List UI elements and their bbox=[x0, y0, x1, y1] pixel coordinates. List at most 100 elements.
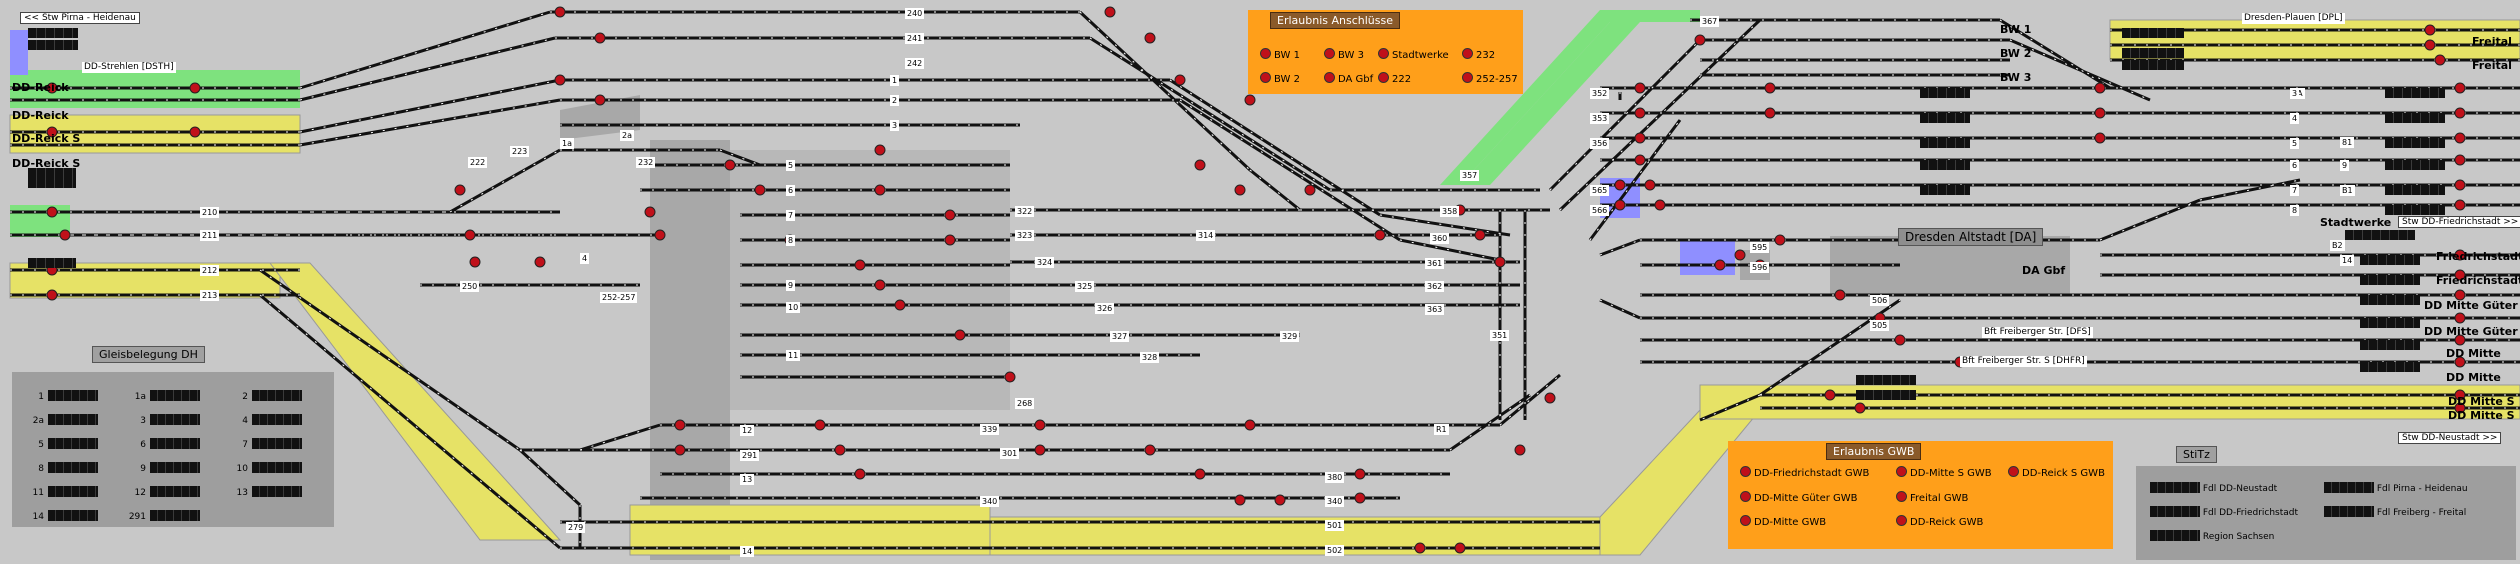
signal-29[interactable] bbox=[1004, 371, 1016, 383]
gleis-occupancy-3[interactable]: 3 bbox=[124, 414, 200, 426]
gleis-occupancy-291[interactable]: 291 bbox=[124, 510, 200, 522]
gleis-occupancy-6[interactable]: 6 bbox=[124, 438, 200, 450]
signal-33[interactable] bbox=[834, 444, 846, 456]
signal-43[interactable] bbox=[1354, 492, 1366, 504]
signal-79[interactable] bbox=[2454, 269, 2466, 281]
signal-93[interactable] bbox=[1854, 402, 1866, 414]
signal-62[interactable] bbox=[1614, 199, 1626, 211]
nav-pirna-heidenau[interactable]: << Stw Pirna - Heidenau bbox=[20, 12, 140, 24]
stitz-fdl-pirna[interactable]: Fdl Pirna - Heidenau bbox=[2320, 482, 2468, 494]
signal-61[interactable] bbox=[1614, 179, 1626, 191]
gleis-occupancy-2a[interactable]: 2a bbox=[22, 414, 98, 426]
gleis-occupancy-1a[interactable]: 1a bbox=[124, 390, 200, 402]
signal-21[interactable] bbox=[944, 234, 956, 246]
signal-52[interactable] bbox=[1304, 184, 1316, 196]
gleis-occupancy-8[interactable]: 8 bbox=[22, 462, 98, 474]
signal-7[interactable] bbox=[46, 289, 58, 301]
signal-99[interactable] bbox=[1234, 184, 1246, 196]
stitz-fdl-neustadt[interactable]: Fdl DD-Neustadt bbox=[2146, 482, 2277, 494]
gleis-occupancy-9[interactable]: 9 bbox=[124, 462, 200, 474]
perm-252-257[interactable]: 252-257 bbox=[1462, 72, 1518, 85]
signal-37[interactable] bbox=[1144, 444, 1156, 456]
signal-26[interactable] bbox=[874, 279, 886, 291]
signal-46[interactable] bbox=[1514, 444, 1526, 456]
signal-16[interactable] bbox=[644, 206, 656, 218]
signal-53[interactable] bbox=[1374, 229, 1386, 241]
signal-77[interactable] bbox=[2434, 54, 2446, 66]
signal-31[interactable] bbox=[674, 444, 686, 456]
perm-da-gbf[interactable]: DA Gbf bbox=[1324, 72, 1373, 85]
gleis-occupancy-11[interactable]: 11 bbox=[22, 486, 98, 498]
signal-88[interactable] bbox=[1834, 289, 1846, 301]
signal-41[interactable] bbox=[1274, 494, 1286, 506]
signal-32[interactable] bbox=[814, 419, 826, 431]
signal-85[interactable] bbox=[2454, 402, 2466, 414]
signal-36[interactable] bbox=[1034, 444, 1046, 456]
signal-65[interactable] bbox=[1764, 107, 1776, 119]
gleis-occupancy-10[interactable]: 10 bbox=[226, 462, 302, 474]
signal-8[interactable] bbox=[554, 6, 566, 18]
signal-14[interactable] bbox=[469, 256, 481, 268]
signal-50[interactable] bbox=[1174, 74, 1186, 86]
gleis-occupancy-5[interactable]: 5 bbox=[22, 438, 98, 450]
perm-friedrichstadt-gwb[interactable]: DD-Friedrichstadt GWB bbox=[1740, 466, 1869, 479]
nav-dd-friedrichstadt[interactable]: Stw DD-Friedrichstadt >> bbox=[2398, 216, 2520, 228]
signal-66[interactable] bbox=[2094, 82, 2106, 94]
perm-reick-s-gwb[interactable]: DD-Reick S GWB bbox=[2008, 466, 2105, 479]
signal-34[interactable] bbox=[854, 468, 866, 480]
signal-13[interactable] bbox=[464, 229, 476, 241]
signal-86[interactable] bbox=[1774, 234, 1786, 246]
signal-39[interactable] bbox=[1244, 419, 1256, 431]
signal-40[interactable] bbox=[1234, 494, 1246, 506]
signal-35[interactable] bbox=[1034, 419, 1046, 431]
signal-15[interactable] bbox=[534, 256, 546, 268]
signal-49[interactable] bbox=[1144, 32, 1156, 44]
perm-stadtwerke[interactable]: Stadtwerke bbox=[1378, 48, 1449, 61]
signal-57[interactable] bbox=[1634, 82, 1646, 94]
signal-19[interactable] bbox=[874, 184, 886, 196]
signal-83[interactable] bbox=[2454, 356, 2466, 368]
signal-9[interactable] bbox=[594, 32, 606, 44]
signal-47[interactable] bbox=[1544, 392, 1556, 404]
perm-bw1[interactable]: BW 1 bbox=[1260, 48, 1300, 61]
perm-mitte-s-gwb[interactable]: DD-Mitte S GWB bbox=[1896, 466, 1992, 479]
signal-4[interactable] bbox=[46, 206, 58, 218]
signal-58[interactable] bbox=[1634, 107, 1646, 119]
perm-222[interactable]: 222 bbox=[1378, 72, 1411, 85]
signal-60[interactable] bbox=[1634, 154, 1646, 166]
signal-70[interactable] bbox=[2454, 107, 2466, 119]
signal-44[interactable] bbox=[1414, 542, 1426, 554]
gleis-occupancy-14[interactable]: 14 bbox=[22, 510, 98, 522]
signal-84[interactable] bbox=[2454, 389, 2466, 401]
signal-78[interactable] bbox=[2454, 249, 2466, 261]
signal-25[interactable] bbox=[854, 259, 866, 271]
signal-97[interactable] bbox=[1654, 199, 1666, 211]
signal-0[interactable] bbox=[46, 82, 58, 94]
perm-bw3[interactable]: BW 3 bbox=[1324, 48, 1364, 61]
signal-90[interactable] bbox=[1894, 334, 1906, 346]
signal-28[interactable] bbox=[954, 329, 966, 341]
signal-30[interactable] bbox=[674, 419, 686, 431]
signal-67[interactable] bbox=[2094, 107, 2106, 119]
signal-72[interactable] bbox=[2454, 154, 2466, 166]
gleis-occupancy-2[interactable]: 2 bbox=[226, 390, 302, 402]
signal-92[interactable] bbox=[1824, 389, 1836, 401]
signal-17[interactable] bbox=[654, 229, 666, 241]
gleis-occupancy-12[interactable]: 12 bbox=[124, 486, 200, 498]
signal-48[interactable] bbox=[1104, 6, 1116, 18]
signal-56[interactable] bbox=[1494, 256, 1506, 268]
perm-232[interactable]: 232 bbox=[1462, 48, 1495, 61]
signal-5[interactable] bbox=[59, 229, 71, 241]
perm-mitte-gwb[interactable]: DD-Mitte GWB bbox=[1740, 515, 1826, 528]
perm-reick-gwb[interactable]: DD-Reick GWB bbox=[1896, 515, 1983, 528]
signal-42[interactable] bbox=[1354, 468, 1366, 480]
signal-74[interactable] bbox=[2454, 199, 2466, 211]
stitz-region-sachsen[interactable]: Region Sachsen bbox=[2146, 530, 2274, 542]
signal-80[interactable] bbox=[2454, 289, 2466, 301]
signal-20[interactable] bbox=[944, 209, 956, 221]
signal-45[interactable] bbox=[1454, 542, 1466, 554]
signal-94[interactable] bbox=[1734, 249, 1746, 261]
signal-27[interactable] bbox=[894, 299, 906, 311]
gleis-occupancy-4[interactable]: 4 bbox=[226, 414, 302, 426]
signal-12[interactable] bbox=[454, 184, 466, 196]
